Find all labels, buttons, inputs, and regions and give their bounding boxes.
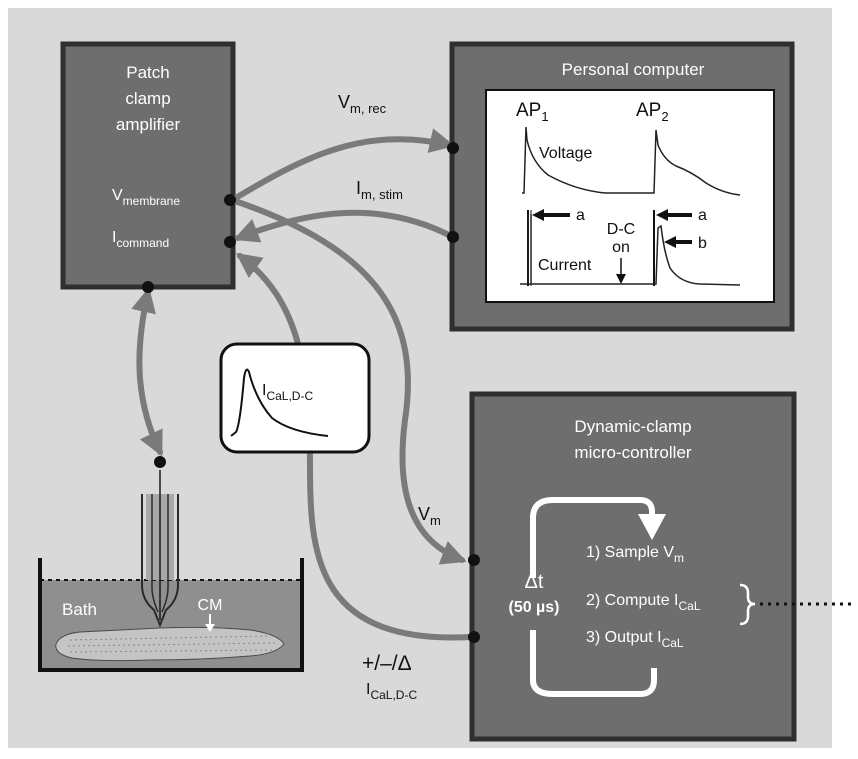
connections <box>131 128 475 641</box>
ical-inset: ICaL,D-C <box>219 342 371 454</box>
cardiomyocyte <box>55 626 285 662</box>
dot-computer-im <box>447 231 459 243</box>
marker-a2-label: a <box>698 207 707 224</box>
computer-screen <box>485 89 775 303</box>
arrow-vm-rec <box>229 128 455 203</box>
step2-sub: CaL <box>678 599 700 613</box>
arrow-ical-to-amplifier <box>235 253 475 641</box>
step2-main: 2) Compute I <box>586 592 678 609</box>
inset-label: ICaL,D-C <box>262 382 313 403</box>
marker-arrow-a2 <box>656 209 692 221</box>
vm-rec-sub: m, rec <box>350 101 387 116</box>
arrow-vm-to-controller <box>229 197 467 565</box>
im-stim-label: Im, stim <box>356 178 403 202</box>
ap1-label: AP1 <box>516 100 549 124</box>
v-membrane-sub: membrane <box>123 194 181 208</box>
amplifier-title-line2: clamp <box>125 89 170 108</box>
dc-on-line2: on <box>612 239 630 256</box>
loop-arrow-head <box>638 514 666 540</box>
im-stim-main: I <box>356 178 361 198</box>
ical-dc-main: I <box>366 681 370 698</box>
vm-main: V <box>418 504 430 524</box>
dot-controller-ical <box>468 631 480 643</box>
dot-computer-vm <box>447 142 459 154</box>
amplifier-title-line1: Patch <box>126 63 169 82</box>
v-membrane-label: Vmembrane <box>112 187 180 208</box>
arrow-amp-to-pipette <box>131 287 163 457</box>
computer-title: Personal computer <box>562 60 705 79</box>
ap2-main: AP <box>636 100 661 121</box>
patch-clamp-amplifier: Patch clamp amplifier Vmembrane Icommand <box>60 41 236 290</box>
step3-main: 3) Output I <box>586 629 662 646</box>
voltage-label: Voltage <box>539 145 592 162</box>
bath-label: Bath <box>62 600 97 619</box>
step1-sub: m <box>674 551 684 565</box>
pmd-label: +/–/Δ <box>362 652 412 675</box>
inset-label-main: I <box>262 382 266 399</box>
inset-box <box>219 342 371 454</box>
personal-computer: Personal computer AP1 AP2 Voltage a a b … <box>449 41 795 332</box>
i-command-main: I <box>112 229 116 246</box>
dot-amplifier-bottom <box>142 281 154 293</box>
controller-title-line2: micro-controller <box>574 443 691 462</box>
dc-on-line1: D-C <box>607 221 635 238</box>
marker-arrow-b <box>664 236 692 248</box>
step3-label: 3) Output ICaL <box>586 629 684 650</box>
dot-v-membrane <box>224 194 236 206</box>
i-command-sub: command <box>116 236 169 250</box>
step2-label: 2) Compute ICaL <box>586 592 701 613</box>
current-label: Current <box>538 257 592 274</box>
i-command-label: Icommand <box>112 229 169 250</box>
micro-controller: Dynamic-clamp micro-controller Δt (50 µs… <box>469 391 797 742</box>
ical-dc-sub: CaL,D-C <box>370 688 417 702</box>
cardiomyocyte-striations <box>67 635 277 653</box>
inset-label-sub: CaL,D-C <box>266 389 313 403</box>
ap2-label: AP2 <box>636 100 669 124</box>
vm-rec-label: Vm, rec <box>338 92 387 116</box>
amplifier-title-line3: amplifier <box>116 115 181 134</box>
pipette-outer <box>141 494 179 628</box>
cm-label: CM <box>198 597 223 614</box>
ap1-main: AP <box>516 100 541 121</box>
pipette-inner <box>151 494 169 613</box>
v-membrane-main: V <box>112 187 123 204</box>
period-label: (50 µs) <box>508 599 559 616</box>
loop-arrow-top <box>530 497 655 578</box>
im-stim-sub: m, stim <box>361 187 403 202</box>
dot-controller-vm <box>468 554 480 566</box>
vm-label: Vm <box>418 504 441 528</box>
step1-label: 1) Sample Vm <box>586 544 684 565</box>
current-trace <box>520 214 741 286</box>
loop-arrow-bottom <box>530 630 657 697</box>
compute-brace <box>739 583 756 626</box>
marker-b-label: b <box>698 235 707 252</box>
step3-sub: CaL <box>662 636 684 650</box>
inset-trace <box>230 368 329 437</box>
ical-dc-label: ICaL,D-C <box>366 681 417 702</box>
cm-arrow-head <box>205 624 215 632</box>
dc-on-arrow-head <box>616 274 626 284</box>
bath-setup: Bath CM <box>38 470 304 672</box>
delta-t-label: Δt <box>525 571 544 593</box>
ap2-sub: 2 <box>661 109 668 124</box>
vm-sub: m <box>430 513 441 528</box>
controller-box <box>469 391 797 742</box>
marker-arrow-a1 <box>532 209 570 221</box>
arrow-im-stim <box>233 209 454 243</box>
amplifier-box <box>60 41 236 290</box>
dot-i-command <box>224 236 236 248</box>
dot-pipette <box>154 456 166 468</box>
ap1-sub: 1 <box>541 109 548 124</box>
step1-main: 1) Sample V <box>586 544 674 561</box>
controller-title-line1: Dynamic-clamp <box>574 417 691 436</box>
marker-a1-label: a <box>576 207 585 224</box>
bath-container <box>38 558 304 672</box>
voltage-trace <box>522 126 741 196</box>
vm-rec-main: V <box>338 92 350 112</box>
